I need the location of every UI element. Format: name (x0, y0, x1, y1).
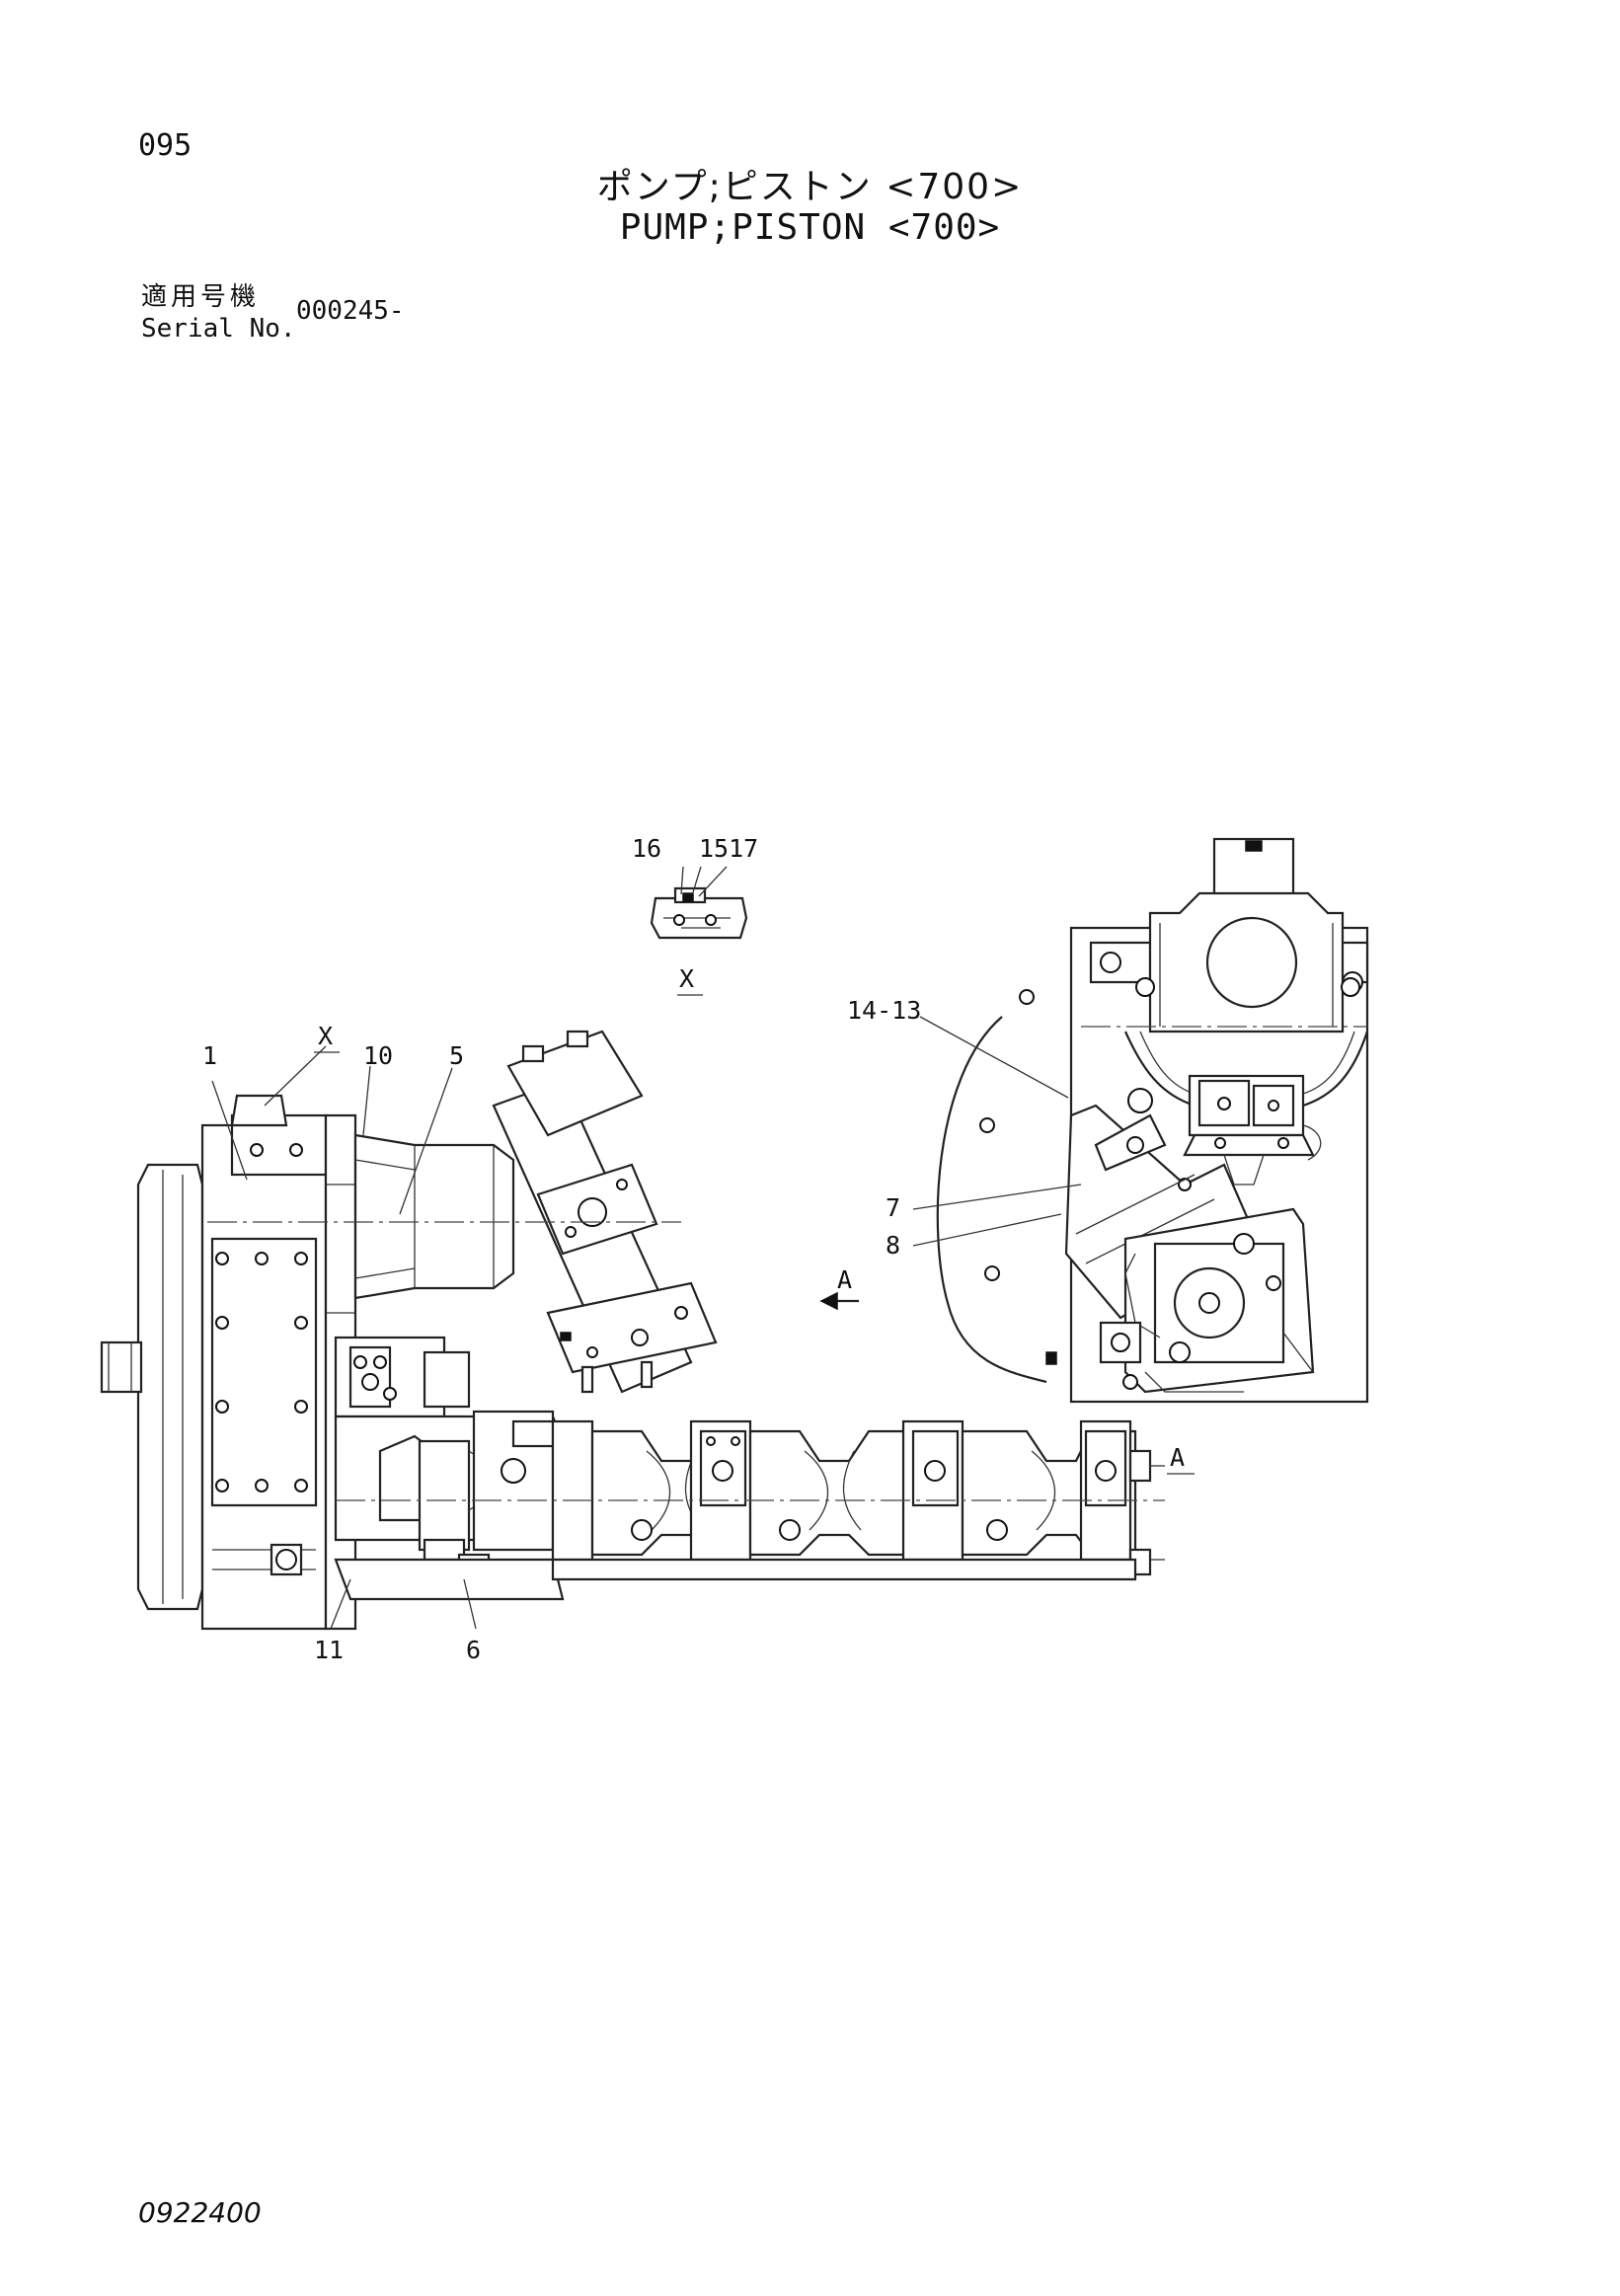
view-a: 14-13 7 8 A (847, 837, 1369, 1475)
callout-11: 11 (314, 1636, 344, 1664)
view-x-marker: X (318, 1022, 333, 1050)
callout-6: 6 (466, 1636, 481, 1664)
main-pump-view: 1 10 5 11 6 X A (100, 1022, 1165, 1664)
callout-15-17: 1517 (699, 834, 758, 863)
serial-label-japanese: 適用号機 (141, 282, 261, 312)
callout-8: 8 (886, 1231, 900, 1260)
serial-number-value: 000245- (296, 296, 405, 326)
callout-1: 1 (202, 1041, 217, 1070)
detail-x-view: 16 1517 X (632, 834, 758, 996)
page-number: 095 (138, 128, 193, 163)
serial-label-english: Serial No. (141, 314, 296, 344)
callout-7: 7 (886, 1193, 900, 1222)
pump-section-2 (689, 1419, 910, 1562)
callout-5: 5 (449, 1041, 464, 1070)
view-a-label: A (1170, 1443, 1185, 1472)
detail-x-label: X (679, 964, 694, 993)
view-a-arrow-label: A (837, 1265, 852, 1294)
pump-section-3 (901, 1419, 1165, 1576)
callout-10: 10 (363, 1041, 393, 1070)
title-english: PUMP;PISTON <700> (619, 207, 1001, 248)
title-japanese: ポンプ;ピストン <700> (596, 167, 1024, 207)
callout-14-13: 14-13 (847, 996, 921, 1025)
callout-16: 16 (632, 834, 661, 863)
document-code: 0922400 (138, 2196, 262, 2229)
